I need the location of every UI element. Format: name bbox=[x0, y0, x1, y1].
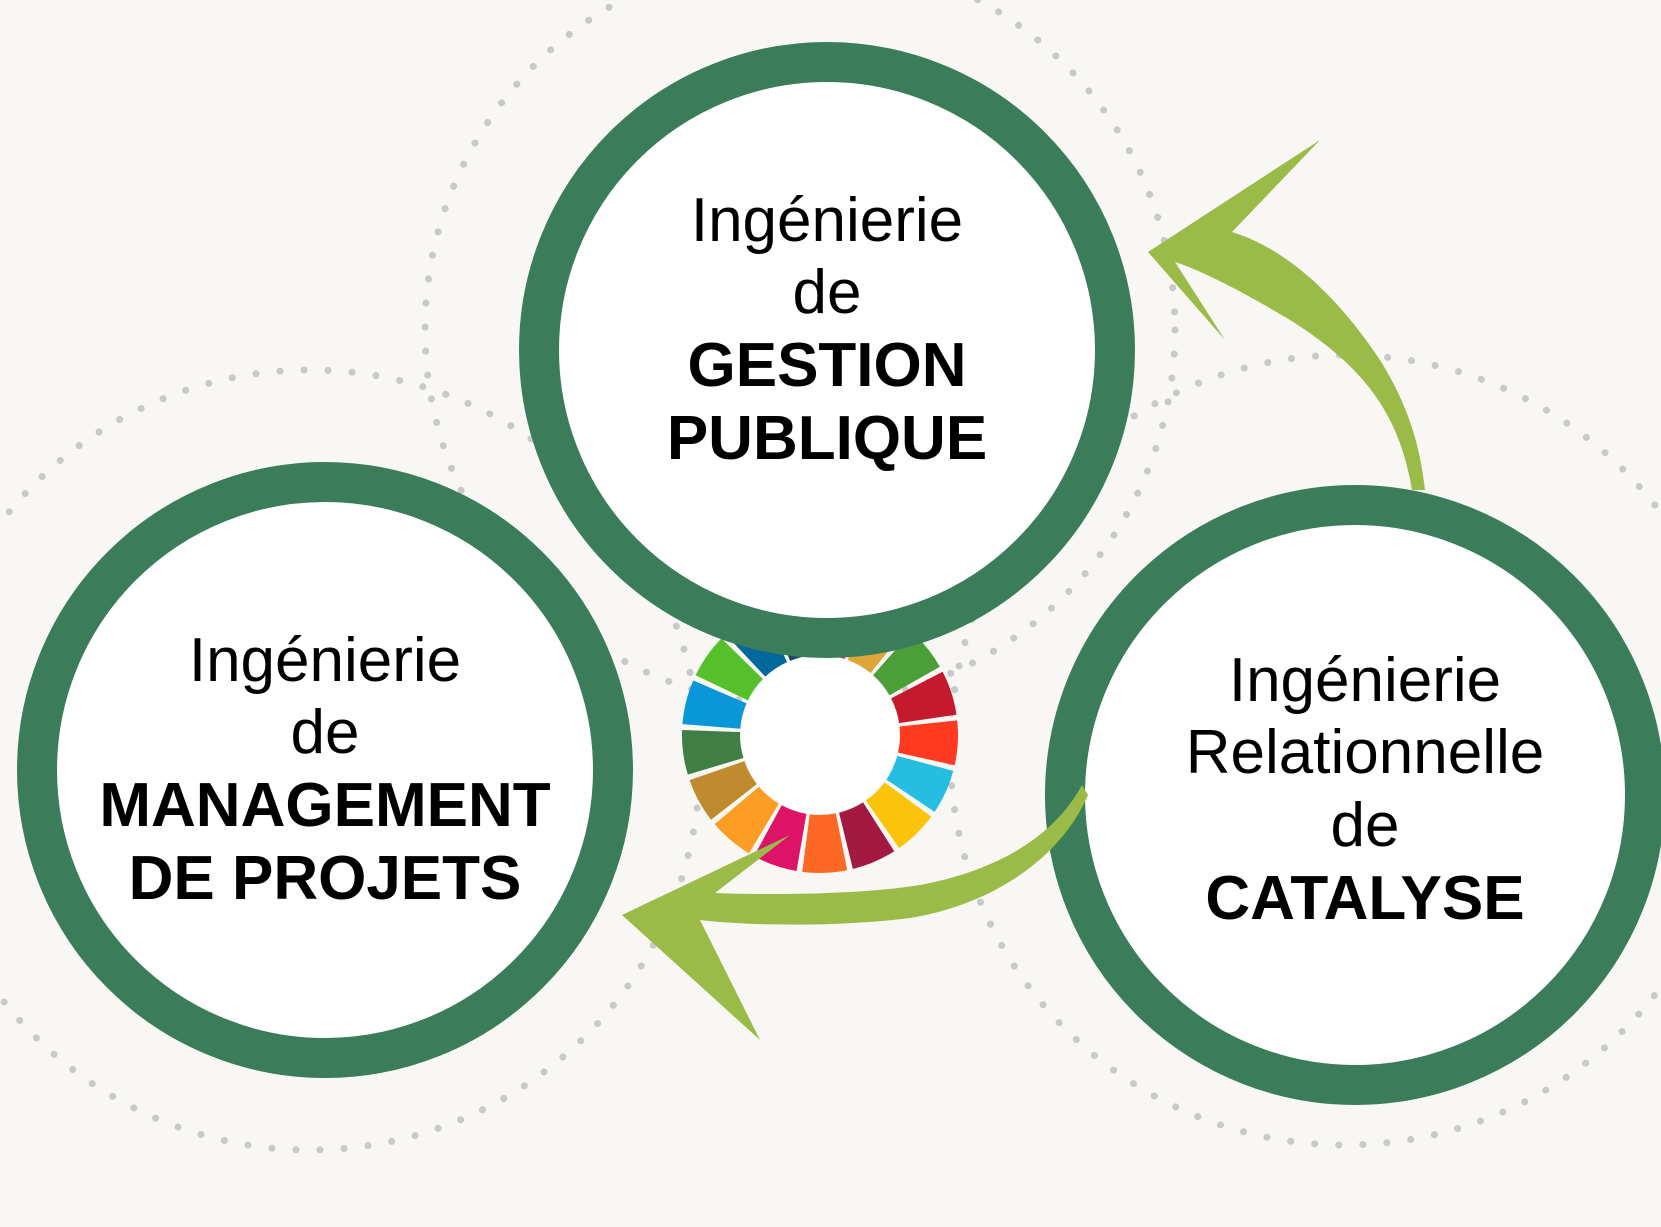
dotted-ring-top bbox=[421, 0, 1179, 709]
sdg-wheel-segment bbox=[695, 638, 763, 701]
management-line-3: MANAGEMENT bbox=[99, 771, 551, 840]
circle-gestion bbox=[519, 42, 1135, 658]
arrows bbox=[622, 140, 1425, 1040]
catalyse-line-4: CATALYSE bbox=[1205, 863, 1525, 933]
curved-arrow-icon bbox=[1148, 140, 1425, 490]
management-line-2: de bbox=[290, 698, 360, 768]
management-line-4: DE PROJETS bbox=[128, 843, 522, 913]
gestion-line-2: de bbox=[792, 258, 862, 328]
catalyse-line-1: Ingénierie bbox=[1228, 645, 1502, 715]
sdg-wheel-segment bbox=[802, 813, 848, 873]
catalyse-line-2: Relationnelle bbox=[1185, 718, 1545, 788]
sdg-wheel-segment bbox=[754, 805, 807, 871]
sdg-wheel-center bbox=[741, 656, 899, 814]
circle-label-management: Ingénierie de MANAGEMENT DE PROJETS bbox=[50, 590, 600, 950]
gestion-line-3: GESTION bbox=[687, 331, 967, 400]
circle-management bbox=[17, 462, 633, 1078]
curved-arrow-icon bbox=[622, 785, 1088, 1040]
gestion-line-1: Ingénierie bbox=[690, 185, 964, 255]
sdg-wheel-segment bbox=[891, 671, 957, 724]
main-circles bbox=[17, 42, 1661, 1105]
sdg-wheel-segment bbox=[886, 755, 954, 812]
sdg-wheel-segment bbox=[873, 631, 940, 696]
sdg-wheel-icon bbox=[682, 597, 958, 873]
gestion-line-4: PUBLIQUE bbox=[666, 403, 988, 473]
circle-label-catalyse: Ingénierie Relationnelle de CATALYSE bbox=[1095, 600, 1635, 980]
sdg-wheel-segment bbox=[682, 680, 747, 729]
circle-catalyse bbox=[1045, 485, 1661, 1105]
circle-label-gestion: Ingénierie de GESTION PUBLIQUE bbox=[562, 150, 1092, 510]
catalyse-line-3: de bbox=[1330, 791, 1400, 860]
sdg-wheel-segment bbox=[714, 786, 779, 854]
sdg-wheel-segment bbox=[689, 761, 757, 820]
sdg-wheel-segment bbox=[682, 729, 744, 775]
sdg-wheel-segment bbox=[865, 782, 932, 849]
sdg-wheel-segment bbox=[839, 802, 895, 870]
sdg-wheel-segment bbox=[898, 720, 958, 766]
management-line-1: Ingénierie bbox=[188, 625, 462, 695]
